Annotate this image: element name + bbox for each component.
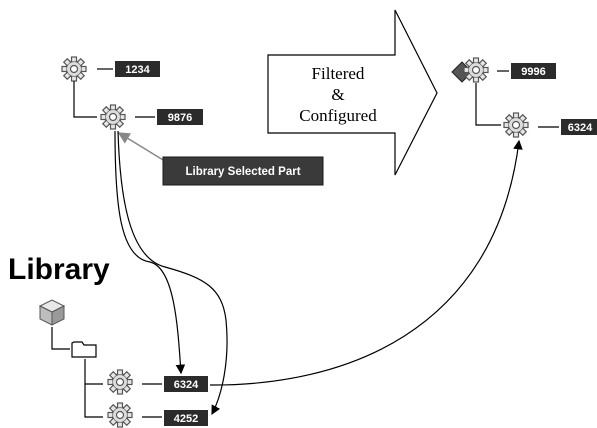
- connector-6324-to-result: [209, 139, 523, 386]
- gear-icon: [463, 57, 489, 83]
- callout-text: Library Selected Part: [185, 166, 300, 178]
- connector-9876-to-6324: [114, 130, 186, 375]
- cube-icon: [38, 299, 66, 326]
- arrow-text-line2: &: [331, 85, 344, 104]
- gear-icon: [100, 104, 126, 130]
- gear-icon: [107, 402, 133, 428]
- folder-icon: [71, 341, 97, 358]
- part-label-6324-result-text: 6324: [568, 122, 593, 134]
- arrow-text-line3: Configured: [299, 106, 377, 125]
- part-label-6324-library: [164, 376, 208, 392]
- library-tree: 6324 4252: [38, 299, 208, 428]
- part-label-6324-library-text: 6324: [174, 379, 199, 391]
- part-label-9876: [157, 109, 203, 125]
- part-label-6324-result: [561, 119, 597, 135]
- arrow-text-line1: Filtered: [312, 64, 365, 83]
- gear-icon: [61, 56, 87, 82]
- library-selected-callout: Library Selected Part: [117, 132, 324, 186]
- result-tree: 9996 6324: [451, 57, 597, 138]
- connectors: [114, 130, 523, 416]
- part-label-9876-text: 9876: [168, 112, 192, 124]
- part-label-1234-text: 1234: [125, 64, 150, 76]
- library-title: Library: [8, 253, 110, 286]
- filter-configure-arrow: Filtered & Configured: [267, 9, 438, 176]
- part-label-9996-text: 9996: [521, 66, 545, 78]
- part-label-4252-library: [164, 410, 208, 426]
- gear-icon: [503, 112, 529, 138]
- part-label-1234: [115, 61, 160, 77]
- part-label-4252-library-text: 4252: [174, 413, 198, 425]
- gear-icon: [107, 369, 133, 395]
- part-label-9996: [511, 63, 556, 79]
- top-tree: 1234 9876: [61, 56, 203, 130]
- connector-9876-to-4252: [117, 130, 228, 416]
